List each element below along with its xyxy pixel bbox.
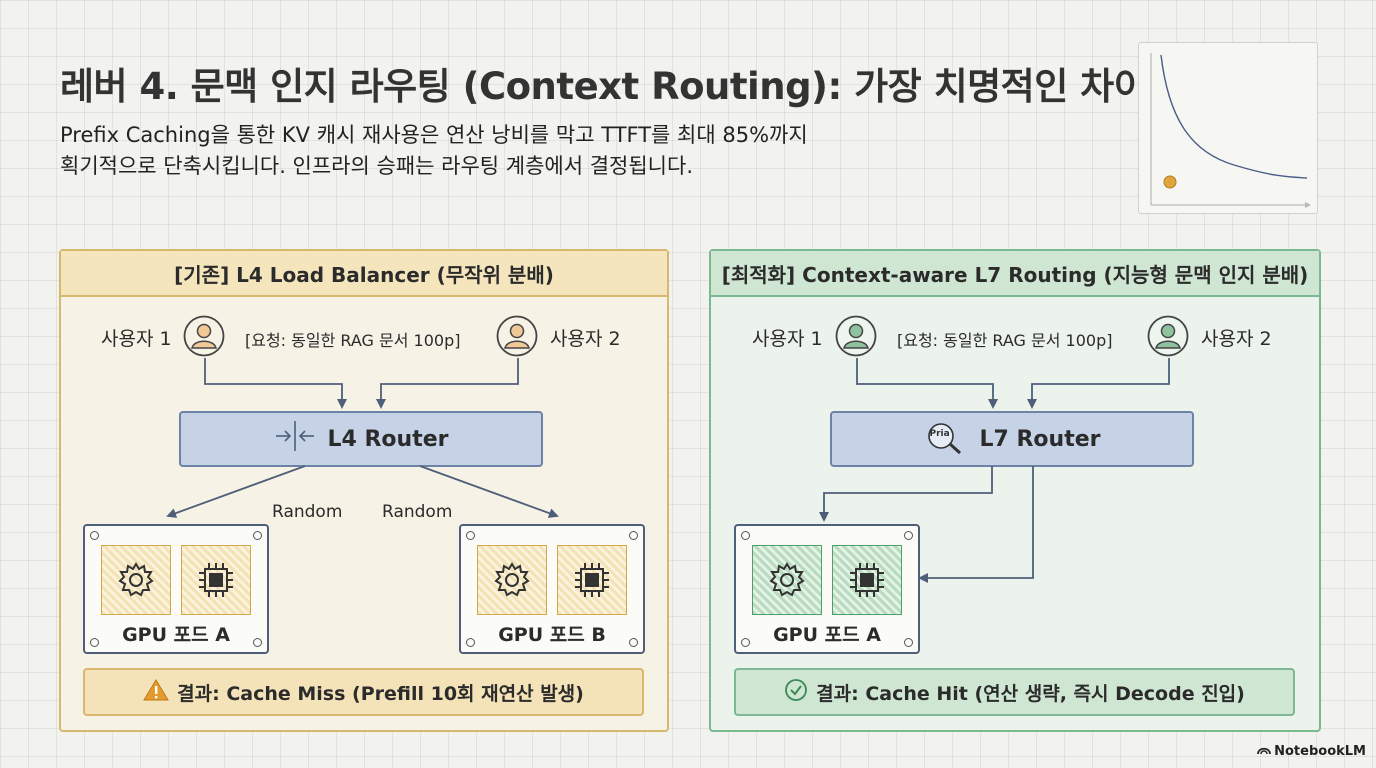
warning-icon [143, 678, 170, 707]
user-avatar-icon [1147, 315, 1189, 357]
l7-router: Pria L7 Router [830, 411, 1194, 467]
gear-icon [477, 545, 547, 615]
gpu-pod-a-label: GPU 포드 A [122, 624, 230, 646]
l7-result-text: 결과: Cache Hit (연산 생략, 즉시 Decode 진입) [816, 682, 1245, 705]
user-avatar-icon [835, 315, 877, 357]
l7-user-2-label: 사용자 2 [1201, 328, 1272, 350]
subtitle-line-2: 획기적으로 단축시킵니다. 인프라의 승패는 라우팅 계층에서 결정됩니다. [60, 154, 693, 178]
cpu-chip-icon [832, 545, 902, 615]
l7-request-label: [요청: 동일한 RAG 문서 100p] [897, 331, 1113, 350]
l7-panel: [최적화] Context-aware L7 Routing (지능형 문맥 인… [709, 249, 1321, 732]
magnifier-icon: Pria [924, 422, 968, 456]
route-label-right: Random [382, 502, 453, 522]
l4-router-label: L4 Router [327, 426, 449, 452]
check-circle-icon [784, 678, 808, 707]
l4-result-text: 결과: Cache Miss (Prefill 10회 재연산 발생) [177, 682, 584, 705]
brand-label: NotebookLM [1274, 744, 1366, 759]
subtitle-line-1: Prefix Caching을 통한 KV 캐시 재사용은 연산 낭비를 막고 … [60, 123, 808, 147]
gpu-pod-b-label: GPU 포드 B [498, 624, 606, 646]
l7-gpu-pod-a: GPU 포드 A [734, 524, 920, 654]
compress-arrows-icon [274, 419, 316, 459]
route-label-left: Random [272, 502, 343, 522]
page-title: 레버 4. 문맥 인지 라우팅 (Context Routing): 가장 치명… [60, 65, 1148, 108]
curve-thumbnail [1138, 42, 1318, 214]
l7-result-box: 결과: Cache Hit (연산 생략, 즉시 Decode 진입) [734, 668, 1295, 716]
l7-user-1-label: 사용자 1 [752, 328, 823, 350]
notebooklm-brand: NotebookLM [1257, 744, 1366, 759]
router-magnifier-text: Pria [929, 429, 950, 439]
l4-request-label: [요청: 동일한 RAG 문서 100p] [245, 331, 461, 350]
l4-user-2-label: 사용자 2 [550, 328, 621, 350]
l4-result-box: 결과: Cache Miss (Prefill 10회 재연산 발생) [83, 668, 644, 716]
page-subtitle: Prefix Caching을 통한 KV 캐시 재사용은 연산 낭비를 막고 … [60, 120, 808, 182]
l4-panel-header: [기존] L4 Load Balancer (무작위 분배) [61, 251, 667, 297]
notebooklm-logo-icon [1257, 744, 1272, 759]
user-avatar-icon [183, 315, 225, 357]
l4-gpu-pod-a: GPU 포드 A [83, 524, 269, 654]
gear-icon [752, 545, 822, 615]
cpu-chip-icon [181, 545, 251, 615]
gpu-pod-a-label: GPU 포드 A [773, 624, 881, 646]
l4-user-1-label: 사용자 1 [101, 328, 172, 350]
l7-router-label: L7 Router [979, 426, 1101, 452]
l4-router: L4 Router [179, 411, 543, 467]
l4-gpu-pod-b: GPU 포드 B [459, 524, 645, 654]
cpu-chip-icon [557, 545, 627, 615]
l7-panel-header: [최적화] Context-aware L7 Routing (지능형 문맥 인… [711, 251, 1319, 297]
gear-icon [101, 545, 171, 615]
user-avatar-icon [496, 315, 538, 357]
l4-panel: [기존] L4 Load Balancer (무작위 분배) [59, 249, 669, 732]
